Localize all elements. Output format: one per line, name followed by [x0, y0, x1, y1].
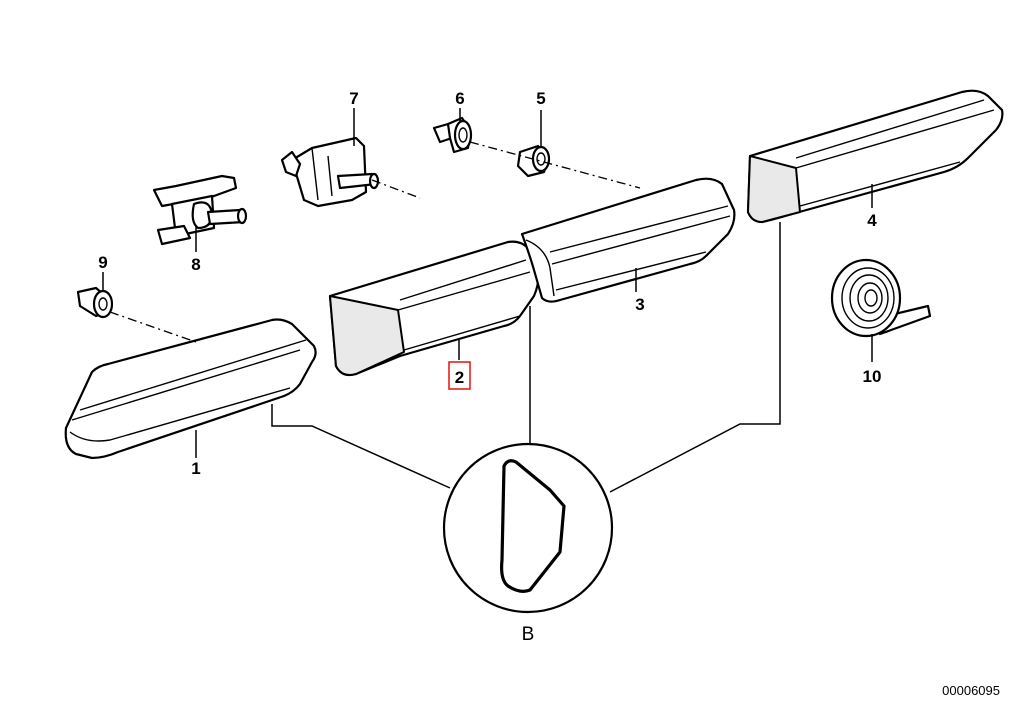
callout-1[interactable]: 1 — [191, 459, 200, 478]
leader-lines — [102, 108, 873, 493]
detail-view-label: B — [522, 624, 535, 645]
callout-5[interactable]: 5 — [536, 89, 545, 108]
part-10-tape-roll[interactable] — [830, 258, 932, 338]
detail-view-b — [442, 442, 614, 614]
part-8-clip[interactable] — [152, 174, 248, 246]
part-9-grommet[interactable] — [76, 286, 114, 319]
part-1-trim-strip[interactable] — [64, 318, 317, 460]
callout-10[interactable]: 10 — [863, 367, 882, 386]
callout-2[interactable]: 2 — [455, 368, 464, 387]
callout-7[interactable]: 7 — [349, 89, 358, 108]
part-7-clip[interactable] — [280, 136, 380, 208]
part-5-grommet[interactable] — [516, 144, 551, 178]
alignment-lines — [109, 141, 641, 343]
part-4-trim-strip[interactable] — [746, 89, 1004, 224]
callout-2-highlight-box — [448, 361, 471, 390]
document-number: 00006095 — [942, 683, 1000, 698]
callout-labels: 1 2 3 4 5 6 7 8 9 10 — [98, 89, 881, 478]
callout-9[interactable]: 9 — [98, 253, 107, 272]
part-6-grommet[interactable] — [432, 116, 473, 154]
part-2-trim-strip[interactable] — [328, 240, 540, 377]
part-3-trim-strip[interactable] — [520, 177, 736, 303]
callout-8[interactable]: 8 — [191, 255, 200, 274]
callout-3[interactable]: 3 — [635, 295, 644, 314]
callout-6[interactable]: 6 — [455, 89, 464, 108]
callout-4[interactable]: 4 — [867, 211, 877, 230]
